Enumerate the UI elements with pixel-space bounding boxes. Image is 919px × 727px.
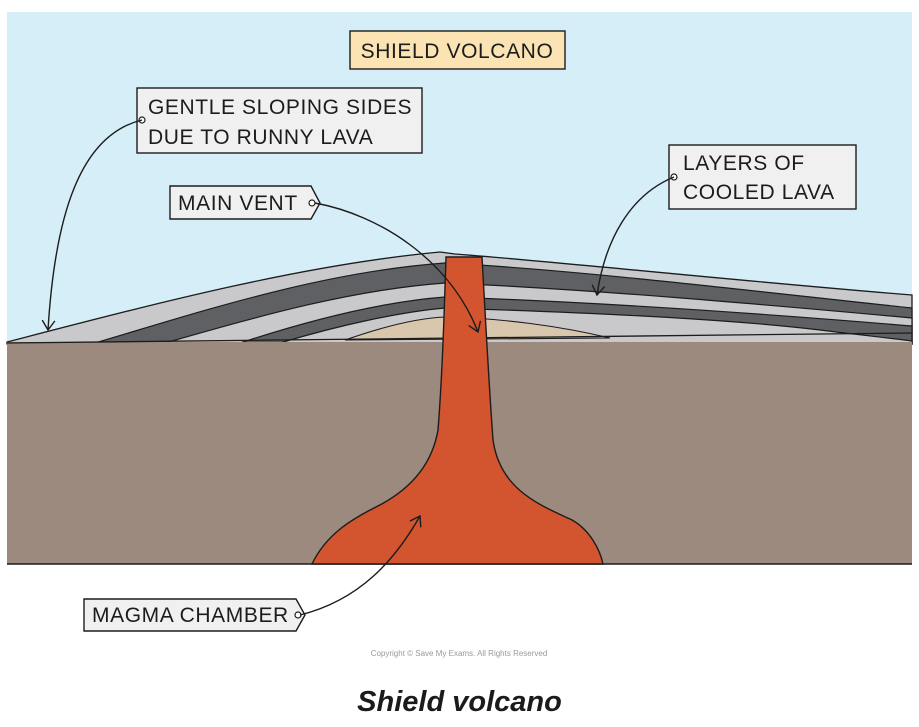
gentle-slopes-line-2: DUE TO RUNNY LAVA: [148, 126, 373, 149]
magma-chamber-and-vent: [310, 256, 604, 565]
label-gentle-slopes: GENTLE SLOPING SIDES DUE TO RUNNY LAVA: [136, 87, 423, 154]
label-layers-cooled-lava: LAYERS OF COOLED LAVA: [668, 144, 857, 210]
copyright-notice: Copyright © Save My Exams. All Rights Re…: [371, 649, 548, 658]
magma-chamber-text: MAGMA CHAMBER: [92, 604, 289, 627]
gentle-slopes-line-1: GENTLE SLOPING SIDES: [148, 96, 412, 119]
figure-caption: Shield volcano: [357, 686, 562, 718]
layers-line-1: LAYERS OF: [683, 152, 805, 175]
gentle-slopes-arrow: [41, 119, 143, 332]
label-main-vent: MAIN VENT: [169, 185, 321, 220]
layers-arrow: [591, 176, 675, 297]
label-magma-chamber: MAGMA CHAMBER: [83, 598, 306, 632]
main-vent-arrow: [314, 202, 482, 334]
title-box: SHIELD VOLCANO: [349, 30, 566, 70]
layers-line-2: COOLED LAVA: [683, 181, 835, 204]
magma-chamber-arrow: [299, 514, 422, 616]
main-vent-text: MAIN VENT: [178, 192, 298, 215]
diagram-title: SHIELD VOLCANO: [361, 40, 554, 63]
